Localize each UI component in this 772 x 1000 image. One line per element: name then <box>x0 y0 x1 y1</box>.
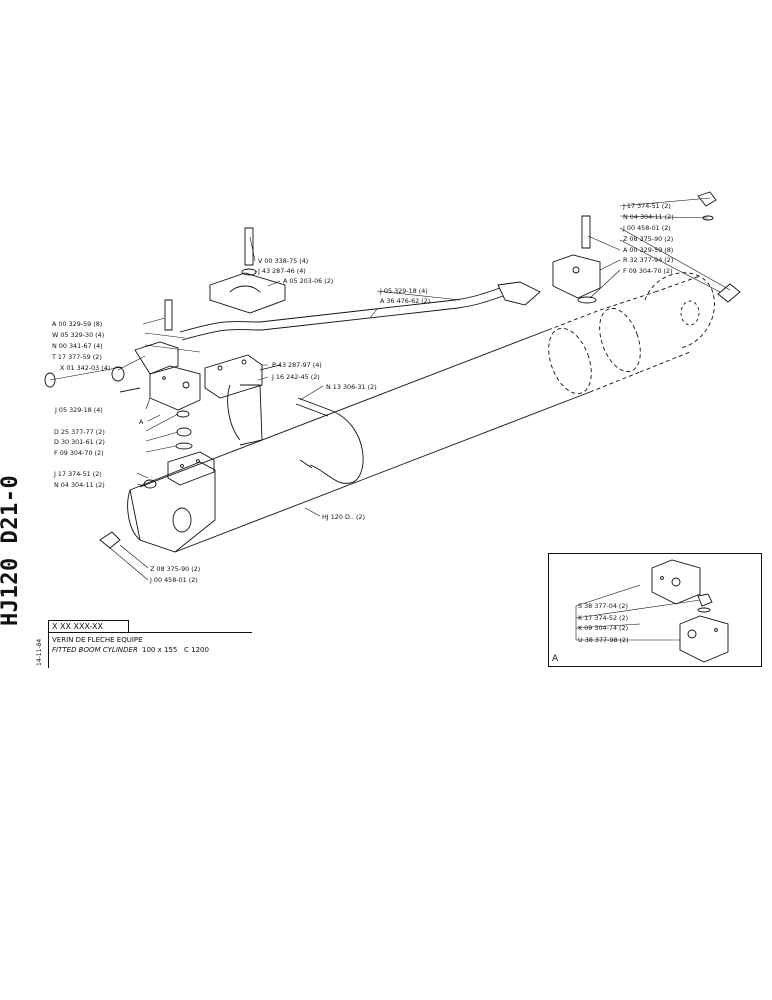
cylinder-barrel <box>139 291 691 553</box>
callout-n04304-11-right: N 04 304-11 (2) <box>623 213 674 221</box>
callout-j00458-01: J 00 458-01 (2) <box>149 576 198 584</box>
cylinder-code: C 1200 <box>184 646 209 654</box>
callout-v00338-75: V 00 338-75 (4) <box>258 257 308 265</box>
callout-j05329-18: J 05 329-18 (4) <box>54 406 103 414</box>
detail-inset-a: A <box>548 553 762 667</box>
leader-lines <box>49 197 731 641</box>
callout-p43287-97: P 43 287-97 (4) <box>272 361 322 369</box>
callout-t17377-59: T 17 377-59 (2) <box>51 353 102 361</box>
callout-hj120-d: HJ 120 D.. (2) <box>322 513 365 521</box>
drawing-date: 14-11-84 <box>36 638 43 666</box>
inset-marker: A <box>552 654 559 664</box>
callout-d25377-77: D 25 377-77 (2) <box>54 428 105 436</box>
title-block-ref-edge <box>128 620 129 632</box>
callout-j17374-51-right: J 17 374-51 (2) <box>622 202 671 210</box>
callout-r32377-94: R 32 377-94 (2) <box>623 256 673 264</box>
callout-labels: A 00 329-59 (8) W 05 329-30 (4) N 00 341… <box>51 202 674 644</box>
callout-f09304-70-right: F 09 304-70 (2) <box>623 267 673 275</box>
callout-k09304-74: K 09 304-74 (2) <box>578 624 628 632</box>
title-french: VERIN DE FLECHE EQUIPE <box>52 636 143 644</box>
clamp-plate <box>209 227 286 314</box>
inset-parts <box>651 559 729 663</box>
rod-eye <box>644 272 715 349</box>
callout-j43287-46: J 43 287-46 (4) <box>257 267 306 275</box>
title-block-divider <box>48 632 252 633</box>
callout-j05329-18-mid: J 05 329-18 (4) <box>379 287 428 295</box>
callout-a00329-59-right: A 00 329-59 (8) <box>623 246 673 254</box>
callout-u38377-98: U 38 377-98 (2) <box>578 636 629 644</box>
hydraulic-tube <box>179 281 541 341</box>
callout-a36476-62: A 36 476-62 (2) <box>380 297 430 305</box>
view-marker-a: A <box>139 418 144 426</box>
callout-n04304-11: N 04 304-11 (2) <box>54 481 105 489</box>
callout-a05203-06: A 05 203-06 (2) <box>283 277 333 285</box>
u-bolt <box>295 397 364 484</box>
mount-bracket <box>204 354 281 446</box>
right-valve-block <box>552 191 741 304</box>
callout-n13306-31: N 13 306-31 (2) <box>326 383 377 391</box>
title-block-border <box>48 620 128 621</box>
callout-z08375-90-right: Z 08 375-90 (2) <box>623 235 673 243</box>
callout-j16242-45: J 16 242-45 (2) <box>271 373 320 381</box>
callout-s38377-04: S 38 377-04 (2) <box>578 602 628 610</box>
callout-z08375-90: Z 08 375-90 (2) <box>150 565 200 573</box>
bottom-eye-block <box>127 451 216 553</box>
callout-d30301-61: D 30 301-61 (2) <box>54 438 105 446</box>
callout-w05329-30: W 05 329-30 (4) <box>52 331 104 339</box>
cylinder-size: 100 x 155 <box>142 646 178 654</box>
callout-j00458-01-right: J 00 458-01 (2) <box>622 224 671 232</box>
title-block-left-edge <box>48 620 49 668</box>
callout-j17374-51: J 17 374-51 (2) <box>53 470 102 478</box>
callout-x01342-03: X 01 342-03 (4) <box>60 364 110 372</box>
callout-k17374-52: K 17 374-52 (2) <box>578 614 628 622</box>
callout-f09304-70: F 09 304-70 (2) <box>54 449 104 457</box>
callout-n00341-67: N 00 341-67 (4) <box>52 342 103 350</box>
drawing-number: HJ120 D21-0 <box>0 474 23 626</box>
reference-number: X XX XXX-XX <box>52 622 104 631</box>
callout-a00329-59: A 00 329-59 (8) <box>52 320 102 328</box>
title-english: FITTED BOOM CYLINDER <box>52 646 138 654</box>
